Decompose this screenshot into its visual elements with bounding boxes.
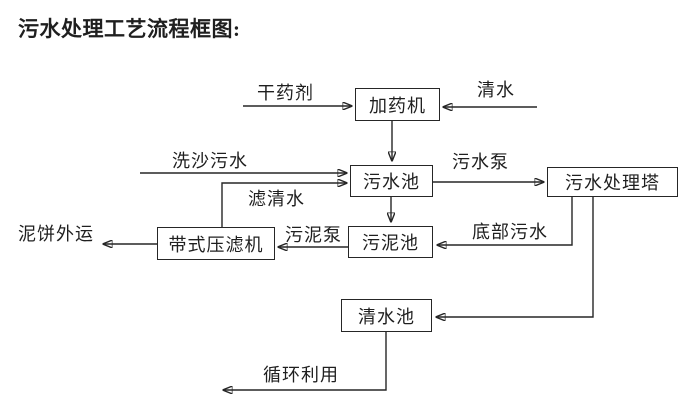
edge-tower-bottom-sewage-to-sludge-pool (438, 197, 573, 245)
edge-clear-water-pool-to-recycle (224, 332, 387, 390)
edge-tower-to-clear-water-pool (437, 197, 594, 317)
label-bottom-sewage: 底部污水 (472, 222, 548, 242)
label-sand-washing-sewage: 洗沙污水 (172, 151, 248, 171)
label-recycle-use: 循环利用 (263, 365, 339, 385)
label-clear-water: 清水 (477, 80, 515, 100)
edge-filtered-water-press-to-sewage-pool (221, 183, 346, 227)
page-title: 污水处理工艺流程框图: (18, 17, 241, 41)
node-sludge-pool: 污泥池 (348, 226, 433, 258)
node-sewage-pool: 污水池 (350, 165, 433, 197)
label-sewage-pump: 污水泵 (452, 152, 509, 172)
label-mud-cake-out: 泥饼外运 (18, 224, 94, 244)
node-treatment-tower: 污水处理塔 (547, 167, 678, 197)
label-filtered-water: 滤清水 (248, 189, 305, 209)
label-dry-agent: 干药剂 (257, 83, 314, 103)
node-belt-filter-press: 带式压滤机 (157, 227, 275, 260)
node-clear-water-pool: 清水池 (341, 299, 432, 332)
node-dosing-machine: 加药机 (355, 88, 440, 121)
label-sludge-pump: 污泥泵 (285, 225, 342, 245)
